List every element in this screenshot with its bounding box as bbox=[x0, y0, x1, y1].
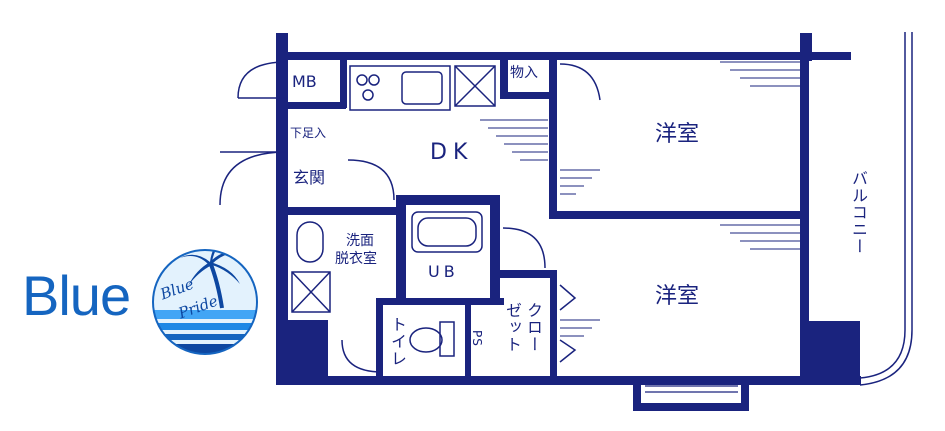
hatching bbox=[480, 61, 800, 337]
room-label-ub: UB bbox=[428, 262, 459, 281]
blue-pride-logo-icon bbox=[152, 249, 258, 355]
room-label-youshitsu-2: 洋室 bbox=[655, 284, 700, 309]
room-label-youshitsu-1: 洋室 bbox=[655, 122, 700, 147]
room-label-dk: DK bbox=[430, 140, 474, 165]
room-label-monoire: 物入 bbox=[510, 65, 538, 81]
room-label-balcony: バルコニー bbox=[849, 170, 868, 255]
room-label-ps: PS bbox=[470, 330, 484, 347]
fixtures bbox=[291, 32, 913, 386]
room-label-genkan: 玄関 bbox=[293, 168, 326, 187]
room-label-toilet: トイレ bbox=[388, 316, 407, 367]
doors bbox=[219, 61, 601, 373]
walls bbox=[276, 33, 861, 411]
room-label-closet-2: ゼット bbox=[503, 302, 522, 353]
room-label-senmen-2: 脱衣室 bbox=[335, 251, 377, 267]
windows bbox=[622, 90, 809, 393]
room-label-mb: MB bbox=[292, 72, 317, 91]
brand-name: Blue bbox=[22, 264, 131, 327]
room-label-shimoashi: 下足入 bbox=[290, 126, 327, 140]
room-label-senmen-1: 洗面 bbox=[346, 233, 374, 249]
room-label-closet-1: クロー bbox=[524, 302, 543, 353]
